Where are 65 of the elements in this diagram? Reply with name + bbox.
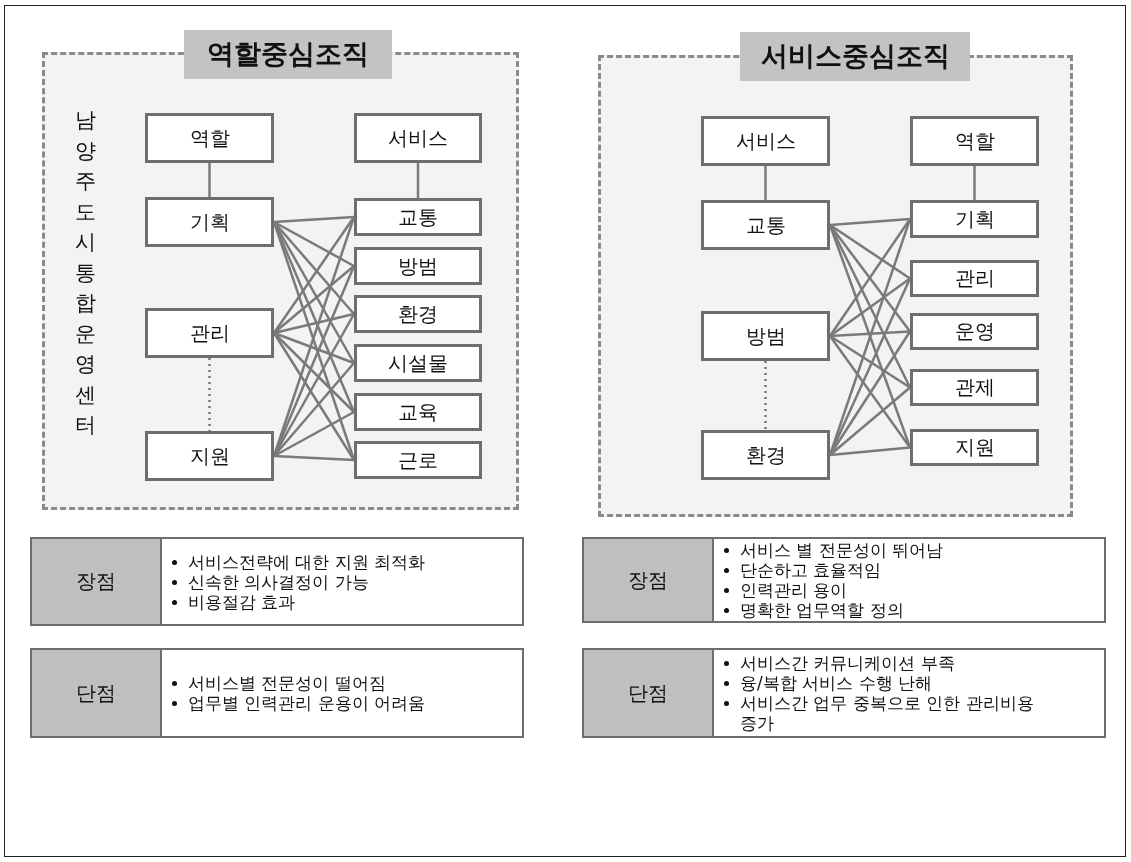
role-box: 관리 [145, 308, 274, 358]
role-box: 지원 [910, 429, 1039, 466]
table-row [30, 537, 524, 626]
bullet-item: 비용절감 효과 [168, 591, 462, 612]
connector-line [829, 446, 911, 457]
connector-line [272, 332, 356, 461]
table-row [582, 648, 1106, 738]
header-cell: 단점 [32, 650, 162, 736]
bullet-item: 업무별 인력관리 운용이 어려움 [168, 693, 462, 713]
bullet-item: 서비스별 전문성이 떨어짐 [168, 673, 462, 693]
role-box: 관제 [910, 369, 1039, 406]
bullet-item: 서비스간 업무 중복으로 인한 관리비용 증가 [720, 693, 1044, 733]
header-cell: 장점 [32, 539, 162, 624]
group-heading: 서비스중심조직 [740, 32, 970, 81]
role-box: 시설물 [354, 344, 482, 382]
role-box: 지원 [145, 431, 274, 481]
connector-line [272, 216, 356, 334]
table-row [582, 537, 1106, 623]
vertical-label: 남양주도시통합운영센터 [73, 107, 97, 439]
role-box: 역할 [145, 113, 274, 163]
role-box: 방범 [354, 247, 482, 285]
connector-line [829, 277, 911, 337]
role-box: 서비스 [354, 113, 482, 163]
role-box: 서비스 [701, 116, 830, 166]
connector-line [829, 386, 911, 456]
bullet-item: 서비스 별 전문성이 뛰어남 [720, 540, 1044, 560]
bullet-item: 서비스전략에 대한 지원 최적화 [168, 551, 462, 572]
role-box: 근로 [354, 441, 482, 479]
connector-line [273, 312, 355, 335]
role-box: 기획 [910, 200, 1039, 238]
connector-line [273, 454, 355, 462]
bullet-item: 명확한 업무역할 정의 [720, 600, 1044, 620]
header-cell: 단점 [584, 650, 714, 736]
dotted-line [764, 361, 767, 430]
bullet-item: 서비스간 커뮤니케이션 부족 [720, 653, 1044, 673]
role-box: 운영 [910, 313, 1039, 350]
role-box: 방범 [701, 311, 830, 361]
role-box: 환경 [354, 295, 482, 333]
role-box: 교통 [701, 200, 830, 250]
bullet-item: 신속한 의사결정이 가능 [168, 571, 462, 592]
role-box: 관리 [910, 260, 1039, 297]
connector-line [829, 334, 911, 389]
bullet-item: 인력관리 용이 [720, 580, 1044, 600]
connector-line [973, 166, 976, 200]
connector-line [829, 330, 911, 338]
connector-line [273, 220, 355, 268]
role-box: 기획 [145, 197, 274, 247]
role-box: 역할 [910, 116, 1039, 166]
dotted-line [208, 358, 211, 431]
role-box: 교육 [354, 393, 482, 431]
bullet-item: 단순하고 효율적임 [720, 560, 1044, 580]
connector-line [829, 217, 911, 227]
connector-line [273, 410, 355, 458]
connector-line [208, 163, 211, 197]
table-row [30, 648, 524, 738]
connector-line [829, 223, 911, 280]
role-box: 환경 [701, 430, 830, 480]
connector-line [273, 331, 355, 365]
connector-line [416, 163, 420, 198]
connector-line [764, 166, 767, 200]
group-heading: 역할중심조직 [184, 30, 392, 79]
header-cell: 장점 [584, 539, 714, 621]
role-box: 교통 [354, 198, 482, 236]
bullet-item: 융/복합 서비스 수행 난해 [720, 673, 1044, 693]
connector-line [273, 215, 355, 224]
